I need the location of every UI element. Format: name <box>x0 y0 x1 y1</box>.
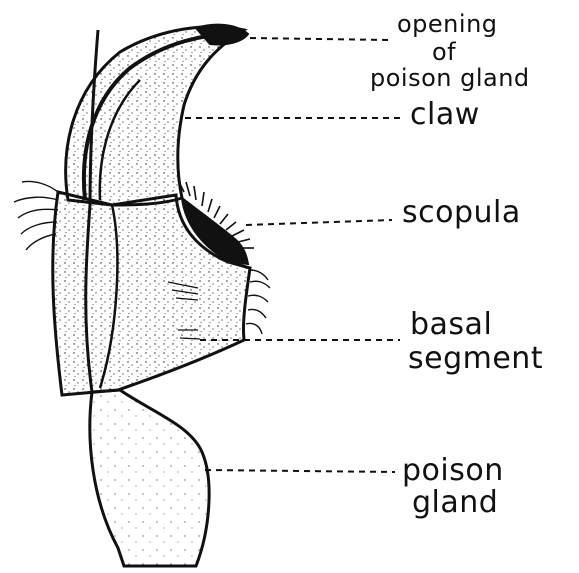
label-opening-line3: poison gland <box>370 66 530 90</box>
leader-scopula <box>246 220 392 225</box>
poison-gland-shape <box>90 390 209 566</box>
leader-opening <box>250 38 390 40</box>
label-opening-line2: of <box>432 40 456 64</box>
label-basal-line2: segment <box>408 344 543 374</box>
label-scopula: scopula <box>402 198 521 228</box>
leader-poison-gland <box>205 470 395 472</box>
label-basal-line1: basal <box>410 310 492 340</box>
label-poison-line1: poison <box>402 456 504 486</box>
label-claw: claw <box>410 100 480 130</box>
label-poison-line2: gland <box>412 488 498 518</box>
label-opening-line1: opening <box>397 12 498 36</box>
